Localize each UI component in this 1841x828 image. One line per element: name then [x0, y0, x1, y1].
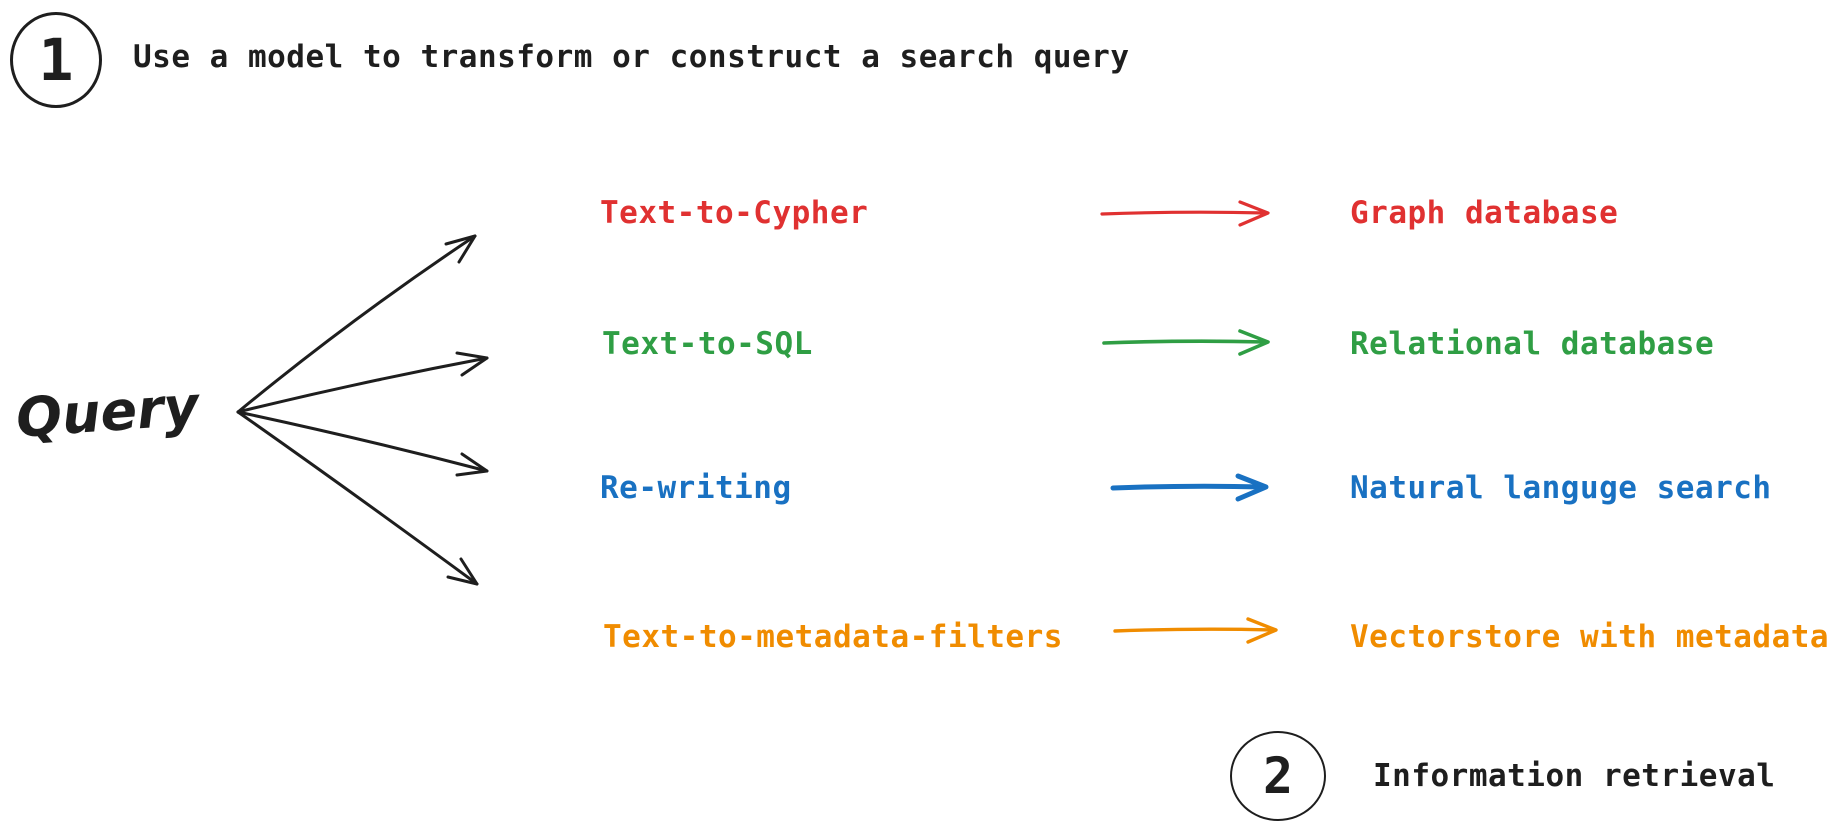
step-1-badge: 1 — [10, 12, 102, 108]
row-arrow-text-to-metadata-filters — [1113, 617, 1278, 644]
step-2-number: 2 — [1262, 747, 1294, 805]
row-arrow-4-head — [1246, 617, 1278, 644]
fan-arrow-to-row-3-head — [455, 452, 489, 477]
fan-arrow-to-row-4-head — [446, 557, 479, 586]
row-arrow-2-head — [1238, 329, 1270, 356]
row-arrow-3-head — [1235, 473, 1269, 502]
step-2-badge: 2 — [1230, 731, 1326, 821]
row-arrow-2-shaft — [1102, 339, 1268, 345]
fan-arrow-to-row-1 — [236, 234, 477, 414]
row-arrow-text-to-cypher — [1100, 200, 1270, 227]
row-arrow-1-head — [1238, 200, 1270, 227]
row-arrow-1-shaft — [1100, 210, 1268, 216]
fan-arrows — [236, 234, 489, 586]
method-label-re-writing: Re-writing — [600, 470, 792, 506]
row-arrow-3-shaft — [1110, 483, 1267, 491]
target-label-graph-database: Graph database — [1350, 195, 1619, 231]
step-2-title: Information retrieval — [1373, 758, 1776, 794]
row-arrow-re-writing — [1110, 473, 1269, 502]
fan-arrow-to-row-1-head — [444, 234, 477, 264]
method-label-text-to-cypher: Text-to-Cypher — [600, 195, 869, 231]
target-label-vectorstore-with-metadata: Vectorstore with metadata — [1350, 619, 1830, 655]
fan-arrow-to-row-3 — [236, 410, 489, 473]
target-label-natural-language-search: Natural languge search — [1350, 470, 1772, 506]
step-1-number: 1 — [38, 26, 74, 94]
fan-arrow-to-row-4 — [236, 410, 479, 586]
row-arrow-4-shaft — [1113, 627, 1276, 633]
row-arrow-text-to-sql — [1102, 329, 1270, 356]
method-label-text-to-metadata-filters: Text-to-metadata-filters — [603, 619, 1063, 655]
method-label-text-to-sql: Text-to-SQL — [602, 326, 813, 362]
step-1-title: Use a model to transform or construct a … — [133, 39, 1130, 75]
target-label-relational-database: Relational database — [1350, 326, 1715, 362]
fan-arrow-to-row-2-head — [455, 351, 489, 377]
fan-arrow-to-row-2 — [236, 356, 489, 414]
